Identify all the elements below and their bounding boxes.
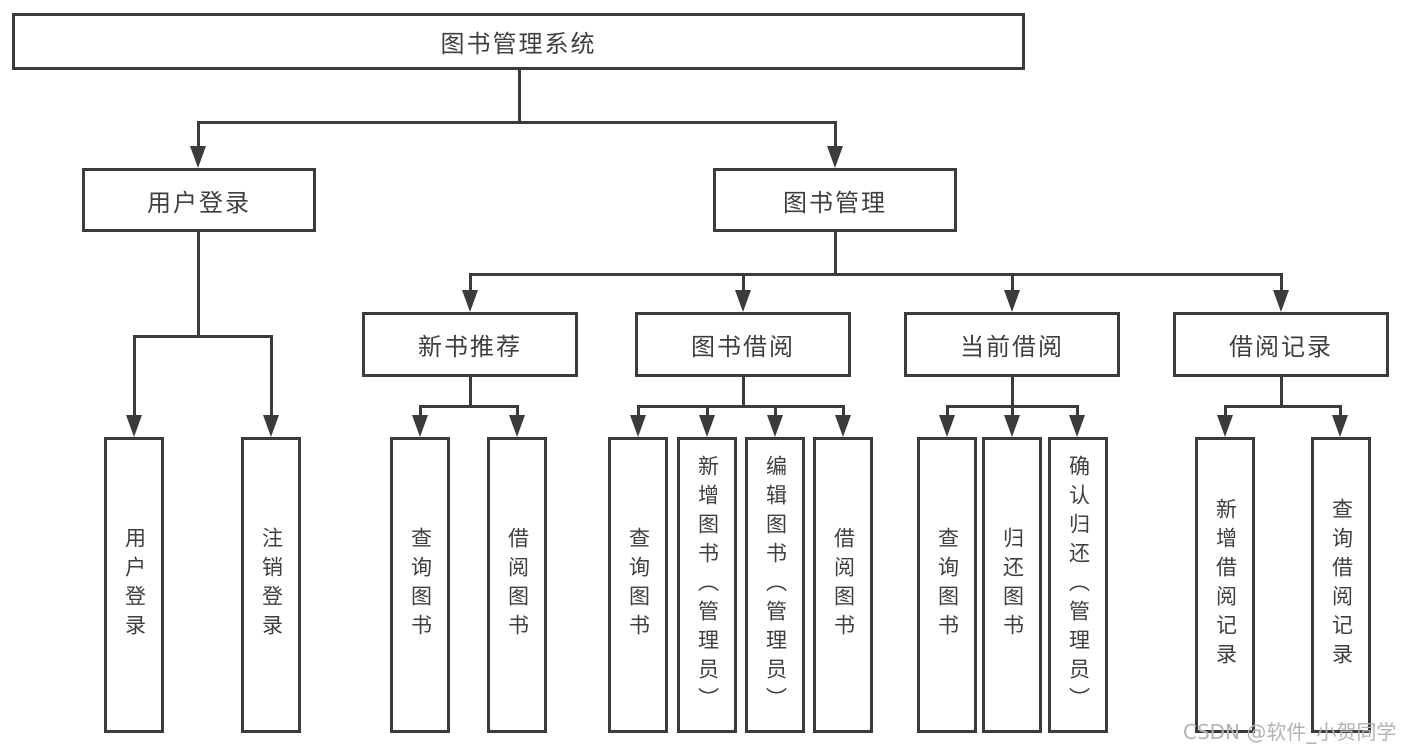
leaf-label: 归还图书 — [1000, 527, 1025, 643]
node-label: 图书管理系统 — [440, 30, 597, 58]
connector-line — [1011, 273, 1014, 293]
leaf-query-books-current: 查询图书 — [917, 437, 977, 733]
node-label: 当前借阅 — [960, 333, 1064, 361]
connector-line — [1224, 405, 1342, 408]
leaf-label: 确认归还（管理员） — [1066, 454, 1091, 716]
arrow-down-icon — [699, 415, 715, 437]
leaf-confirm-return-admin: 确认归还（管理员） — [1048, 437, 1108, 733]
arrow-down-icon — [1332, 415, 1348, 437]
connector-line — [637, 405, 845, 408]
leaf-label: 编辑图书（管理员） — [763, 454, 788, 716]
node-borrowing-records: 借阅记录 — [1173, 312, 1389, 377]
connector-line — [419, 405, 422, 417]
arrow-down-icon — [412, 415, 428, 437]
node-label: 图书借阅 — [691, 333, 795, 361]
leaf-label: 借阅图书 — [505, 527, 530, 643]
leaf-borrow-books-recommend: 借阅图书 — [487, 437, 547, 733]
connector-line — [469, 376, 472, 405]
csdn-watermark: CSDN @软件_小贺同学 — [1183, 720, 1397, 744]
connector-line — [637, 405, 640, 417]
node-label: 借阅记录 — [1229, 333, 1333, 361]
leaf-edit-book-admin: 编辑图书（管理员） — [745, 437, 805, 733]
arrow-down-icon — [1004, 290, 1020, 312]
arrow-down-icon — [835, 415, 851, 437]
leaf-add-borrow-record: 新增借阅记录 — [1195, 437, 1255, 733]
node-user-login: 用户登录 — [82, 168, 316, 232]
leaf-add-book-admin: 新增图书（管理员） — [677, 437, 737, 733]
leaf-user-login: 用户登录 — [104, 437, 164, 733]
connector-line — [834, 121, 837, 148]
connector-line — [706, 405, 709, 417]
arrow-down-icon — [630, 415, 646, 437]
leaf-label: 查询图书 — [626, 527, 651, 643]
leaf-query-borrow-record: 查询借阅记录 — [1311, 437, 1371, 733]
connector-line — [419, 405, 519, 408]
connector-line — [516, 405, 519, 417]
connector-line — [1339, 405, 1342, 417]
connector-line — [742, 273, 745, 293]
connector-line — [197, 121, 837, 124]
connector-line — [834, 232, 837, 273]
leaf-query-books-recommend: 查询图书 — [390, 437, 450, 733]
connector-line — [133, 335, 273, 338]
connector-line — [1011, 405, 1014, 417]
arrow-down-icon — [1217, 415, 1233, 437]
arrow-down-icon — [1273, 290, 1289, 312]
connector-line — [133, 335, 136, 417]
arrow-down-icon — [767, 415, 783, 437]
arrow-down-icon — [263, 415, 279, 437]
leaf-label: 查询借阅记录 — [1329, 498, 1354, 672]
arrow-down-icon — [827, 146, 843, 168]
arrow-down-icon — [1069, 415, 1085, 437]
connector-line — [518, 70, 521, 122]
leaf-label: 用户登录 — [122, 527, 147, 643]
connector-line — [197, 121, 200, 148]
leaf-label: 借阅图书 — [831, 527, 856, 643]
connector-line — [774, 405, 777, 417]
connector-line — [270, 335, 273, 417]
node-new-book-recommendation: 新书推荐 — [362, 312, 578, 377]
connector-line — [842, 405, 845, 417]
connector-line — [469, 273, 472, 293]
leaf-label: 查询图书 — [935, 527, 960, 643]
connector-line — [1280, 273, 1283, 293]
connector-line — [1280, 376, 1283, 405]
leaf-query-books-borrowing: 查询图书 — [608, 437, 668, 733]
leaf-label: 查询图书 — [408, 527, 433, 643]
arrow-down-icon — [1004, 415, 1020, 437]
node-book-borrowing: 图书借阅 — [635, 312, 851, 377]
leaf-borrow-books: 借阅图书 — [813, 437, 873, 733]
connector-line — [197, 232, 200, 335]
leaf-label: 新增借阅记录 — [1213, 498, 1238, 672]
node-label: 图书管理 — [783, 188, 887, 217]
node-current-borrowing: 当前借阅 — [904, 312, 1120, 377]
connector-line — [946, 405, 949, 417]
node-label: 用户登录 — [147, 188, 251, 217]
leaf-label: 注销登录 — [259, 527, 284, 643]
leaf-label: 新增图书（管理员） — [695, 454, 720, 716]
connector-line — [469, 273, 1283, 276]
connector-line — [1076, 405, 1079, 417]
node-book-management: 图书管理 — [713, 168, 957, 232]
arrow-down-icon — [735, 290, 751, 312]
arrow-down-icon — [939, 415, 955, 437]
leaf-logout: 注销登录 — [241, 437, 301, 733]
arrow-down-icon — [509, 415, 525, 437]
arrow-down-icon — [462, 290, 478, 312]
leaf-return-book: 归还图书 — [982, 437, 1042, 733]
node-label: 新书推荐 — [418, 333, 522, 361]
connector-line — [1224, 405, 1227, 417]
arrow-down-icon — [190, 146, 206, 168]
node-library-management-system: 图书管理系统 — [12, 13, 1025, 70]
connector-line — [742, 376, 745, 405]
connector-line — [1011, 376, 1014, 405]
arrow-down-icon — [126, 415, 142, 437]
